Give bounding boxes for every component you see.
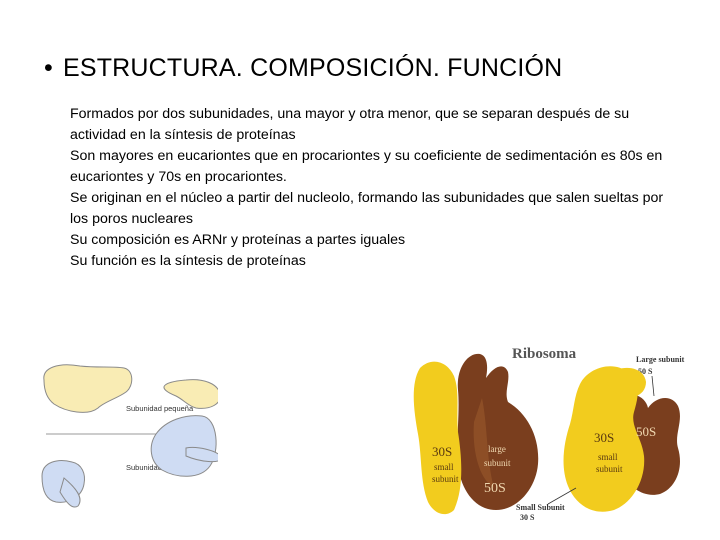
left-large-label: large: [488, 444, 506, 454]
paragraph-composition: Su composición es ARNr y proteínas a par…: [70, 232, 406, 248]
ribosome-illustration: Ribosoma Large subunit 50 S 30S small su…: [413, 346, 685, 522]
tunnel-shape: [185, 447, 218, 463]
small-subunit-label: Small Subunit: [516, 503, 565, 512]
label-large-subunit: Subunidad grande: [126, 463, 187, 472]
left-large-subunit-label: subunit: [484, 458, 511, 468]
paragraph-origin: Se originan en el núcleo a partir del nu…: [70, 190, 664, 227]
left-50s-label: 50S: [484, 481, 506, 496]
left-small-subunit-shape: [413, 361, 462, 515]
right-small-subunit-shape: [563, 366, 645, 512]
right-50s-label: 50S: [636, 424, 656, 439]
paragraph-subunits: Formados por dos subunidades, una mayor …: [70, 106, 630, 143]
title-text: ESTRUCTURA. COMPOSICIÓN. FUNCIÓN: [62, 54, 563, 82]
label-small-subunit: Subunidad pequeña: [126, 404, 194, 413]
small-subunit-pointer: [547, 487, 577, 505]
body-text: Formados por dos subunidades, una mayor …: [70, 104, 680, 272]
paragraph-sedimentation: Son mayores en eucariontes que en procar…: [70, 148, 663, 185]
slide-title: • ESTRUCTURA. COMPOSICIÓN. FUNCIÓN: [44, 54, 562, 83]
large-subunit-label: Large subunit: [636, 355, 685, 364]
left-30s-label: 30S: [432, 444, 452, 459]
tail-shape-bottom: [59, 477, 81, 508]
right-shoulder-shape: [606, 367, 646, 398]
large-subunit-s: 50 S: [638, 367, 653, 376]
left-subunit-label: subunit: [432, 474, 459, 484]
small-subunit-shape-right: [163, 379, 218, 409]
left-large-subunit-shape: [457, 353, 539, 510]
title-bullet: •: [44, 54, 53, 82]
small-subunit-shape-top: [43, 364, 133, 413]
paragraph-function: Su función es la síntesis de proteínas: [70, 253, 306, 269]
small-subunit-s: 30 S: [520, 513, 535, 522]
right-small-label: small: [598, 452, 618, 462]
right-subunit-label: subunit: [596, 464, 623, 474]
left-large-subunit-highlight: [473, 398, 494, 488]
right-30s-label: 30S: [594, 430, 614, 445]
ribosome-title: Ribosoma: [512, 346, 577, 362]
subunits-illustration: Subunidad pequeña Subunidad grande: [41, 364, 218, 508]
large-subunit-pointer: [651, 375, 655, 397]
large-subunit-shape-right: [150, 415, 217, 477]
left-small-label: small: [434, 462, 454, 472]
